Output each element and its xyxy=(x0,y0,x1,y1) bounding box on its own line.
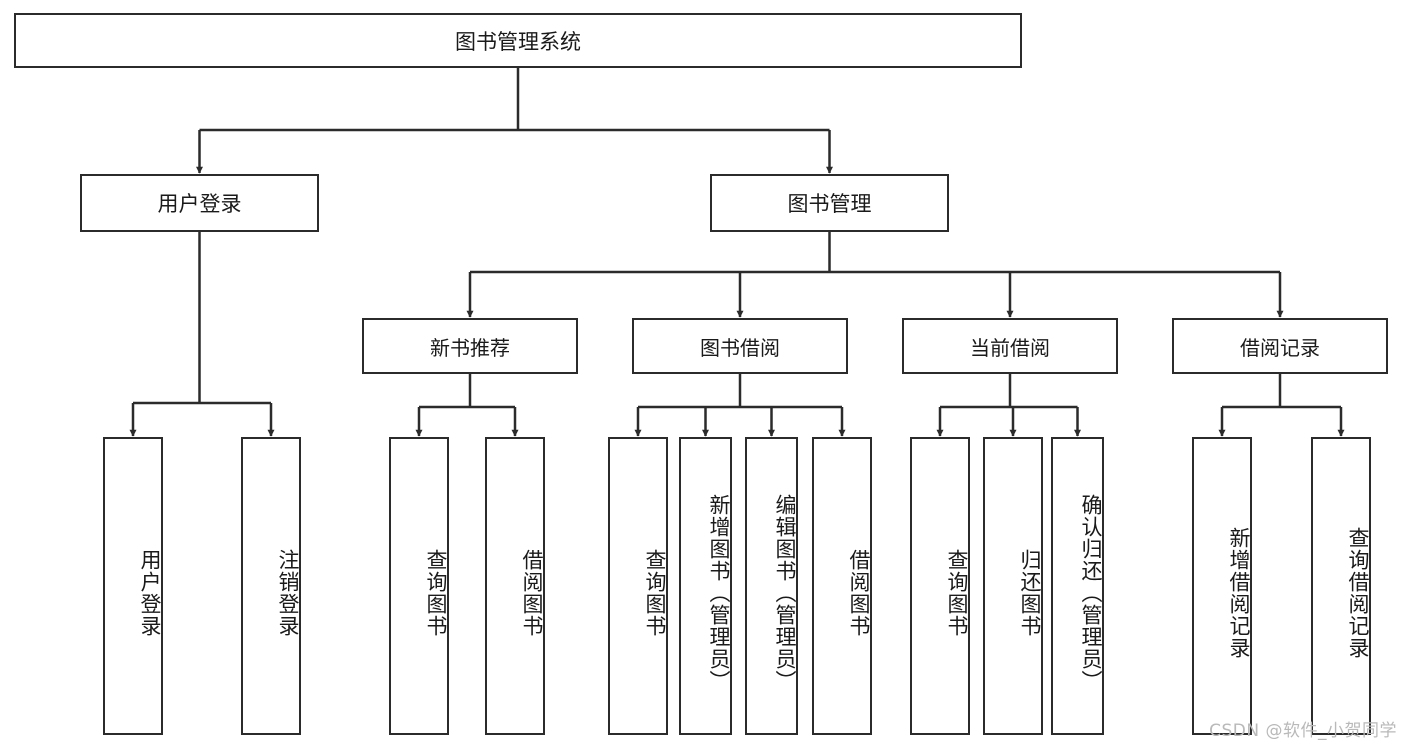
node-label-l-cconfirm: 确认归还（管理员） xyxy=(1079,494,1103,692)
node-records[interactable]: 借阅记录 xyxy=(1172,318,1388,374)
node-l-logout[interactable]: 注销登录 xyxy=(241,437,301,735)
node-label-current: 当前借阅 xyxy=(970,335,1050,360)
node-label-bookmgmt: 图书管理 xyxy=(787,192,872,216)
node-l-creturn[interactable]: 归还图书 xyxy=(983,437,1043,735)
node-label-l-bedit: 编辑图书（管理员） xyxy=(773,494,797,692)
node-label-l-login: 用户登录 xyxy=(138,549,162,637)
node-root[interactable]: 图书管理系统 xyxy=(14,13,1022,68)
node-borrow[interactable]: 图书借阅 xyxy=(632,318,848,374)
node-login[interactable]: 用户登录 xyxy=(80,174,319,232)
node-label-l-radd: 新增借阅记录 xyxy=(1227,527,1251,659)
node-newbook[interactable]: 新书推荐 xyxy=(362,318,578,374)
node-l-nb-query[interactable]: 查询图书 xyxy=(389,437,449,735)
node-label-root: 图书管理系统 xyxy=(455,29,581,54)
node-label-login: 用户登录 xyxy=(157,192,242,216)
node-label-l-nb-borrow: 借阅图书 xyxy=(520,549,544,637)
node-label-l-rquery: 查询借阅记录 xyxy=(1346,527,1370,659)
node-label-records: 借阅记录 xyxy=(1240,335,1320,360)
node-l-cconfirm[interactable]: 确认归还（管理员） xyxy=(1051,437,1104,735)
node-label-l-creturn: 归还图书 xyxy=(1018,549,1042,637)
node-label-l-nb-query: 查询图书 xyxy=(424,549,448,637)
node-l-nb-borrow[interactable]: 借阅图书 xyxy=(485,437,545,735)
node-l-bborrow[interactable]: 借阅图书 xyxy=(812,437,872,735)
node-l-bq[interactable]: 查询图书 xyxy=(608,437,668,735)
node-l-cq[interactable]: 查询图书 xyxy=(910,437,970,735)
node-label-borrow: 图书借阅 xyxy=(700,335,780,360)
node-bookmgmt[interactable]: 图书管理 xyxy=(710,174,949,232)
csdn-watermark: CSDN @软件_小贺同学 xyxy=(1209,721,1397,741)
node-l-login[interactable]: 用户登录 xyxy=(103,437,163,735)
node-label-l-badd: 新增图书（管理员） xyxy=(707,494,731,692)
node-label-l-logout: 注销登录 xyxy=(276,549,300,637)
node-current[interactable]: 当前借阅 xyxy=(902,318,1118,374)
node-l-bedit[interactable]: 编辑图书（管理员） xyxy=(745,437,798,735)
node-l-rquery[interactable]: 查询借阅记录 xyxy=(1311,437,1371,735)
node-label-l-cq: 查询图书 xyxy=(945,549,969,637)
node-l-badd[interactable]: 新增图书（管理员） xyxy=(679,437,732,735)
node-label-newbook: 新书推荐 xyxy=(430,335,510,360)
node-label-l-bborrow: 借阅图书 xyxy=(847,549,871,637)
node-l-radd[interactable]: 新增借阅记录 xyxy=(1192,437,1252,735)
node-label-l-bq: 查询图书 xyxy=(643,549,667,637)
